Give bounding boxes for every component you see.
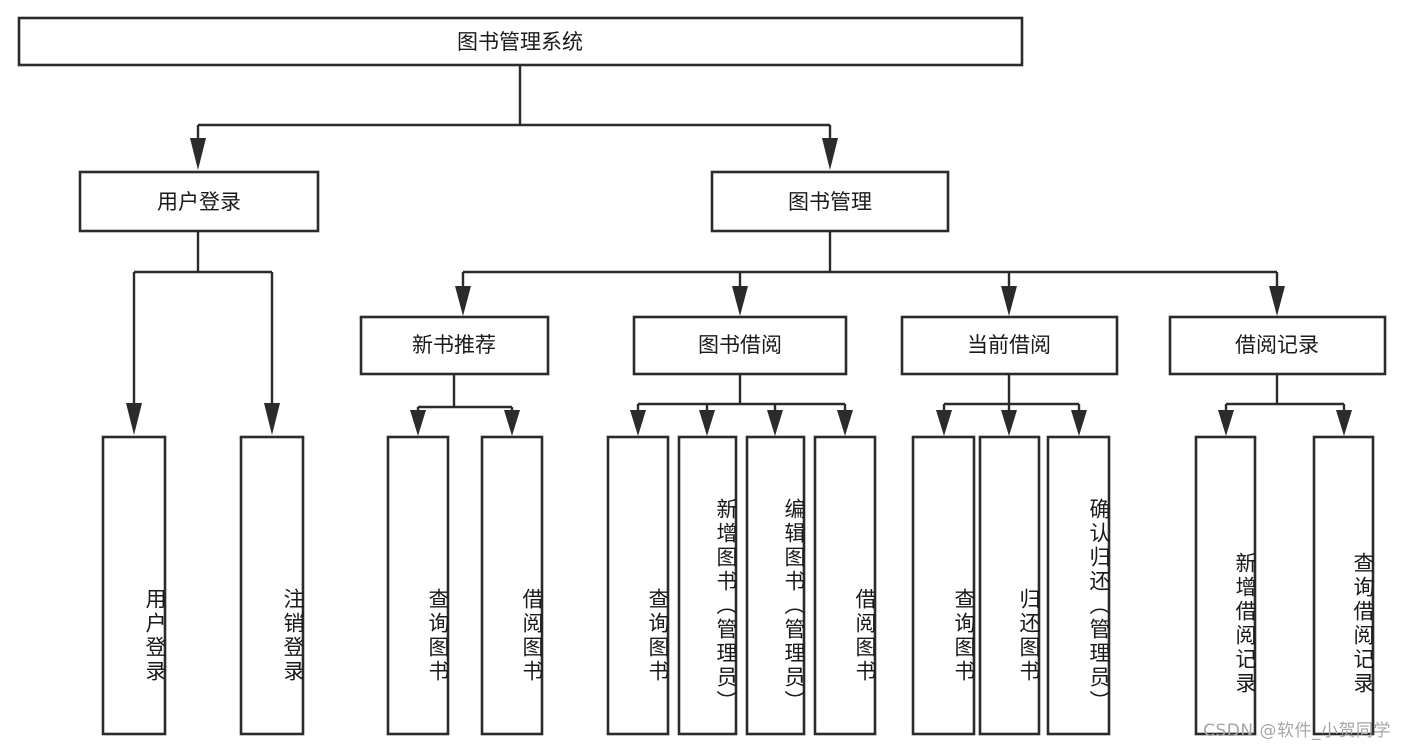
arrow-head-borrow-record (1269, 286, 1285, 316)
node-leaf-add-record-box[interactable] (1194, 435, 1257, 736)
arrow-head-leaf-borrow-book-2 (837, 410, 853, 436)
arrow-head-leaf-confirm-return (1071, 410, 1087, 436)
arrow-head-new-book-recommend (455, 286, 471, 316)
node-leaf-edit-book-box[interactable] (745, 435, 806, 736)
connector-layer (126, 66, 1352, 436)
node-current-borrow[interactable]: 当前借阅 (900, 315, 1119, 376)
node-new-book-recommend[interactable]: 新书推荐 (359, 315, 550, 376)
arrow-head-leaf-query-record (1336, 410, 1352, 436)
arrow-head-leaf-user-logout (264, 403, 280, 435)
node-leaf-query-book-3-box[interactable] (911, 435, 976, 736)
node-book-management-box[interactable] (710, 170, 950, 233)
node-leaf-user-login-box[interactable] (101, 435, 167, 736)
node-user-login-box[interactable] (78, 170, 320, 233)
arrow-head-leaf-user-login (126, 403, 142, 435)
node-leaf-borrow-book-1-box[interactable] (480, 435, 544, 736)
node-leaf-query-record-box[interactable] (1312, 435, 1375, 736)
arrow-head-user-login (190, 138, 206, 170)
node-book-management[interactable]: 图书管理 (710, 170, 950, 233)
arrow-head-leaf-add-book (699, 410, 715, 436)
node-leaf-query-book-2-box[interactable] (606, 435, 670, 736)
node-book-borrow-box[interactable] (632, 315, 848, 376)
watermark-text: CSDN @软件_小贺同学 (1203, 721, 1391, 741)
node-borrow-record-label: 借阅记录 (1235, 333, 1319, 357)
node-borrow-record[interactable]: 借阅记录 (1168, 315, 1387, 376)
node-user-login-label: 用户登录 (157, 190, 241, 214)
arrow-head-leaf-query-book-3 (936, 410, 952, 436)
arrow-head-leaf-borrow-book-1 (504, 410, 520, 436)
arrow-head-leaf-query-book-1 (410, 410, 426, 436)
arrow-head-current-borrow (1001, 286, 1017, 316)
arrow-head-book-borrow (732, 286, 748, 316)
node-leaf-query-book-1-box[interactable] (386, 435, 450, 736)
arrow-head-leaf-add-record (1218, 410, 1234, 436)
node-root-box[interactable] (17, 16, 1024, 67)
node-book-borrow[interactable]: 图书借阅 (632, 315, 848, 376)
node-user-login[interactable]: 用户登录 (78, 170, 320, 233)
node-new-book-recommend-box[interactable] (359, 315, 550, 376)
leaf-node-layer (101, 435, 1375, 736)
node-current-borrow-label: 当前借阅 (967, 333, 1051, 357)
node-root-label: 图书管理系统 (457, 30, 583, 54)
node-leaf-return-book-box[interactable] (978, 435, 1041, 736)
node-leaf-user-logout-box[interactable] (239, 435, 305, 736)
arrow-head-book-management (822, 138, 838, 170)
node-leaf-borrow-book-2-box[interactable] (813, 435, 877, 736)
arrow-head-leaf-query-book-2 (630, 410, 646, 436)
node-borrow-record-box[interactable] (1168, 315, 1387, 376)
node-book-borrow-label: 图书借阅 (698, 333, 782, 357)
node-new-book-recommend-label: 新书推荐 (412, 333, 496, 357)
node-current-borrow-box[interactable] (900, 315, 1119, 376)
node-leaf-confirm-return-box[interactable] (1046, 435, 1111, 736)
arrow-head-leaf-return-book (1001, 410, 1017, 436)
node-root[interactable]: 图书管理系统 (17, 16, 1024, 67)
node-leaf-add-book-box[interactable] (677, 435, 738, 736)
arrow-head-leaf-edit-book (767, 410, 783, 436)
node-book-management-label: 图书管理 (788, 190, 872, 214)
